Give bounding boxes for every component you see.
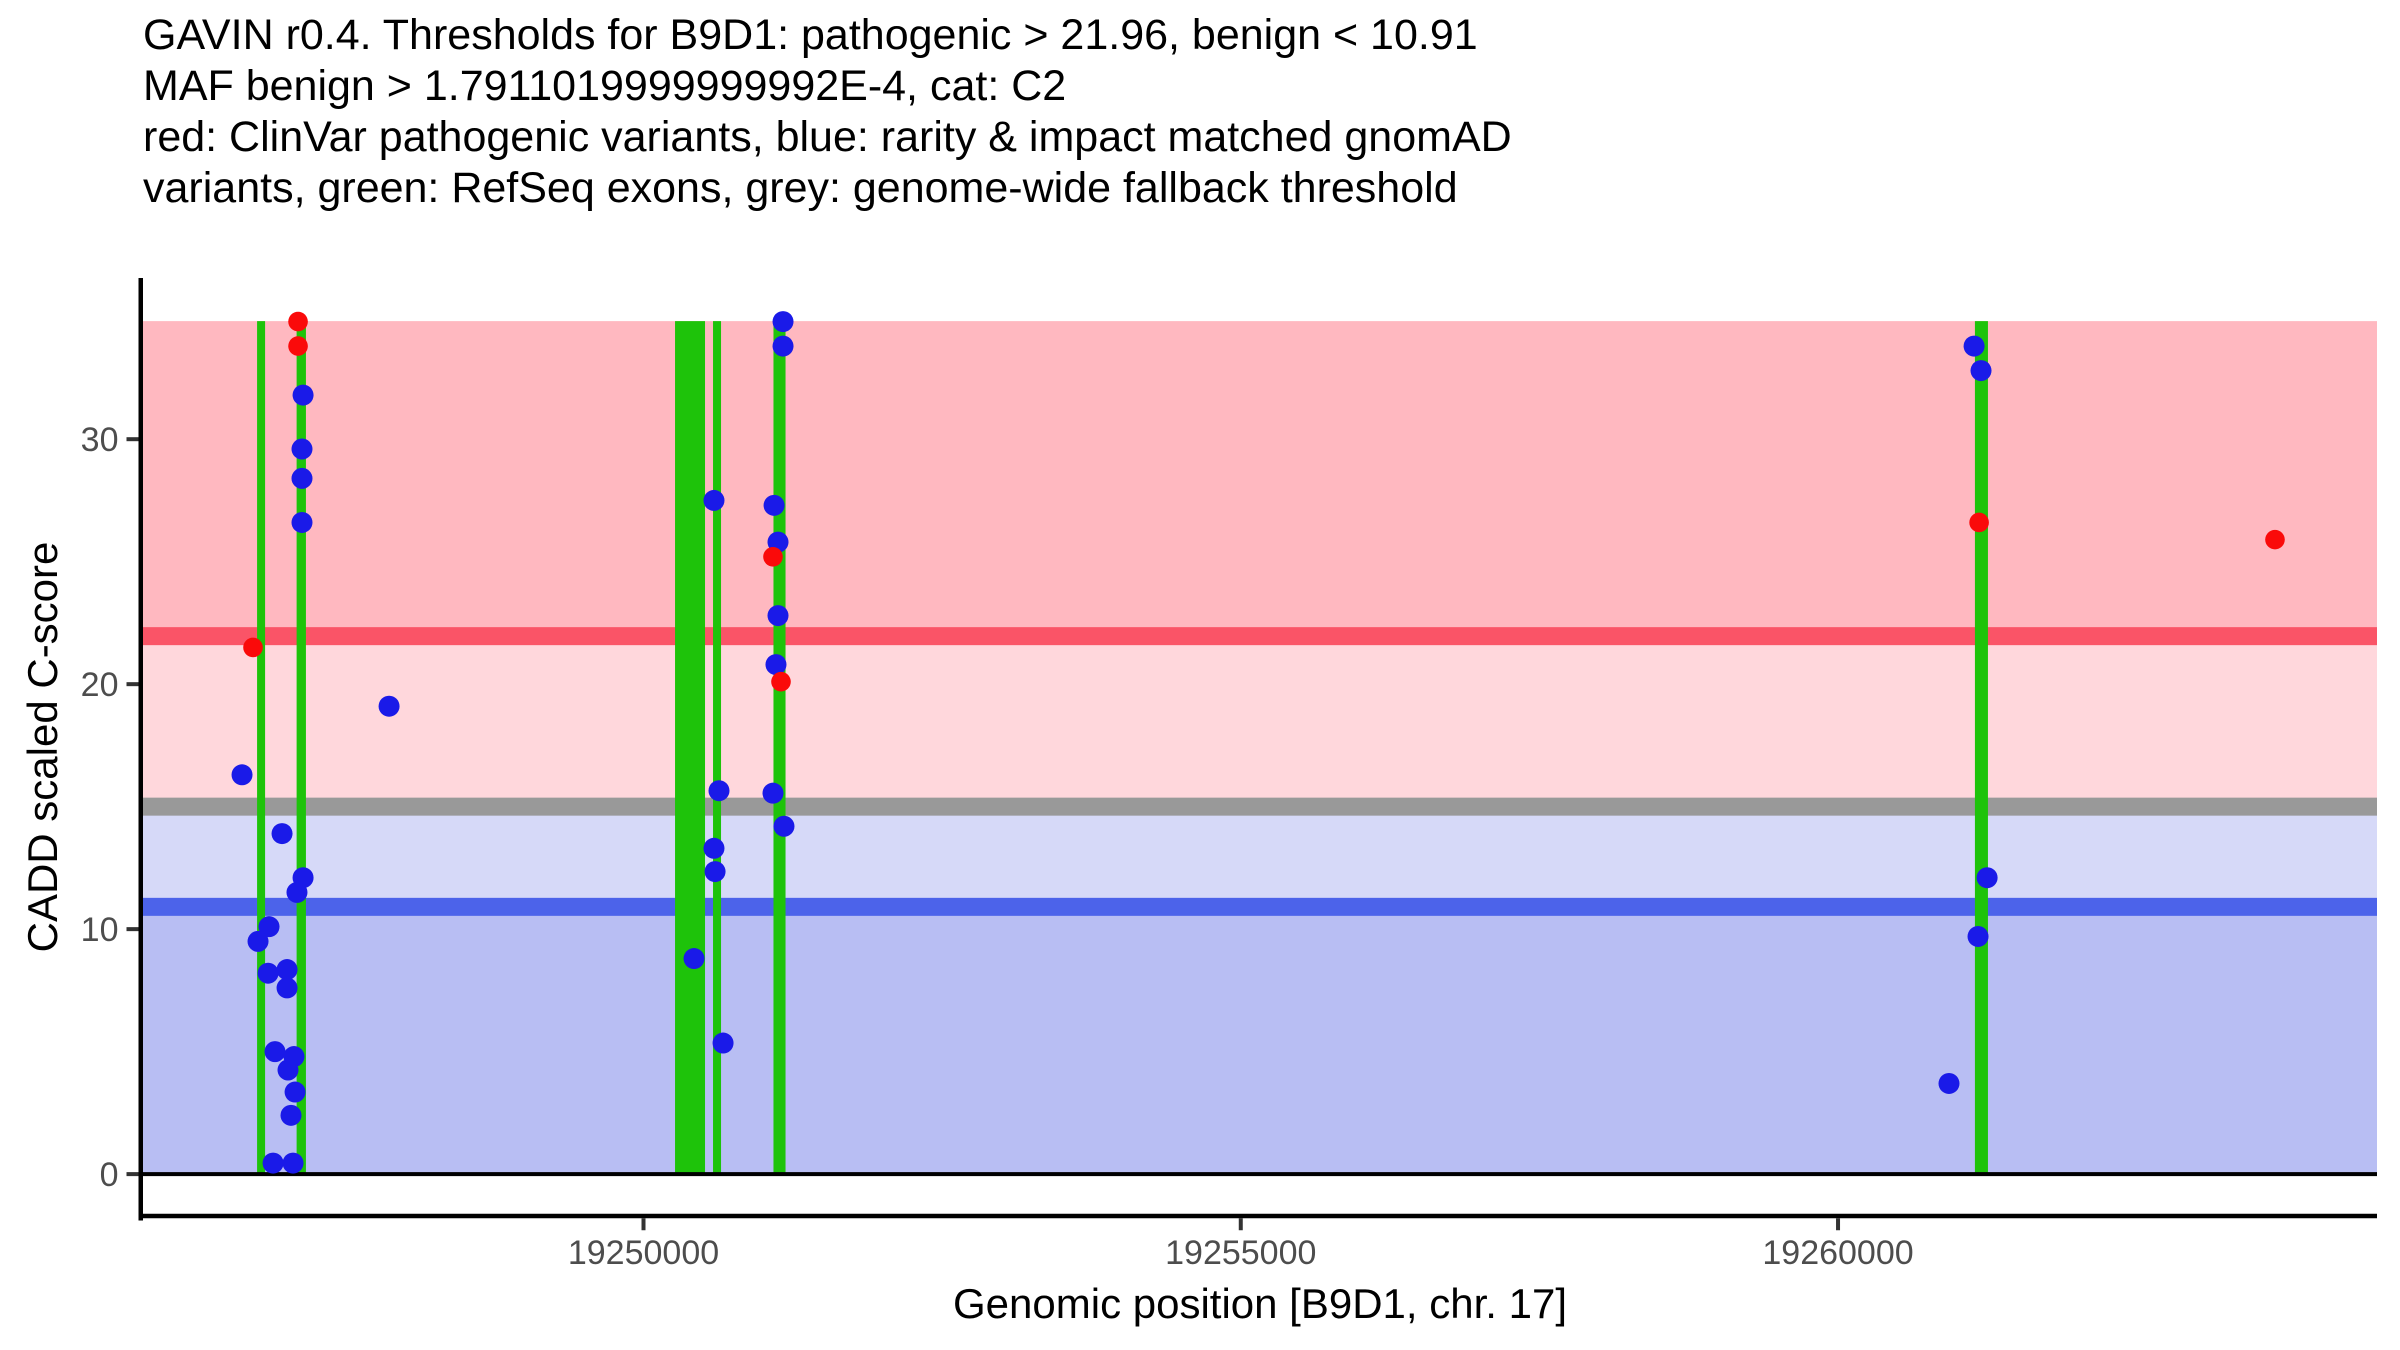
gnomad-matched-point [772,335,794,357]
gnomad-matched-point [282,1152,304,1174]
gnomad-matched-point [231,764,253,786]
gnomad-matched-point [708,780,730,802]
gnomad-matched-point [276,977,298,999]
x-tick-label: 19255000 [1165,1234,1316,1272]
gnomad-matched-point [257,962,279,984]
plot-title-line-2: MAF benign > 1.7911019999999992E-4, cat:… [143,62,1067,110]
exon-bar-2 [296,321,306,1175]
plot-title-line-1: GAVIN r0.4. Thresholds for B9D1: pathoge… [143,11,1478,59]
gnomad-matched-point [264,1041,286,1063]
y-axis-title: CADD scaled C-score [19,541,66,953]
clinvar-pathogenic-point [763,546,783,567]
x-tick-label: 19260000 [1762,1234,1913,1272]
y-axis-line [138,278,143,1221]
gnomad-matched-point [763,494,785,516]
gnomad-matched-point [247,930,269,952]
gnomad-matched-point [291,438,313,460]
y-tick-label: 10 [81,911,119,949]
plot-title-line-3: red: ClinVar pathogenic variants, blue: … [143,113,1512,161]
gnomad-matched-point [291,467,313,489]
gnomad-matched-point [1970,360,1992,382]
plot-title: GAVIN r0.4. Thresholds for B9D1: pathoge… [143,10,1512,214]
gnomad-matched-point [765,654,787,676]
x-tick-mark [641,1218,646,1231]
gnomad-matched-point [292,384,314,406]
gnomad-matched-point [773,815,795,837]
gnomad-matched-point [291,511,313,533]
gnomad-matched-point [277,1059,299,1081]
clinvar-pathogenic-point [288,311,308,332]
gnomad-matched-point [284,1081,306,1103]
gnomad-matched-point [767,605,789,627]
gnomad-matched-point [262,1152,284,1174]
gnomad-matched-point [712,1032,734,1054]
gnomad-matched-point [276,959,298,981]
gnomad-matched-point [704,861,726,883]
zero-baseline [143,1172,2377,1177]
clinvar-pathogenic-point [243,637,263,658]
exon-bar-5 [773,321,786,1175]
benign-threshold-line [143,897,2377,916]
gnomad-matched-point [271,823,293,845]
y-tick-label: 0 [100,1156,119,1194]
gnomad-matched-point [280,1104,302,1126]
gnomad-matched-point [1967,925,1989,947]
exon-bar-4 [713,321,722,1175]
y-tick-mark [126,437,139,442]
band-benign-zone [143,906,2377,1175]
x-axis-title: Genomic position [B9D1, chr. 17] [953,1280,1567,1327]
plot-title-line-4: variants, green: RefSeq exons, grey: gen… [143,164,1458,212]
exon-bar-6 [1974,321,1988,1175]
exon-bar-1 [257,321,266,1175]
y-tick-mark [126,682,139,687]
gnomad-matched-point [1963,335,1985,357]
gnomad-matched-point [703,837,725,859]
gnomad-matched-point [1938,1072,1960,1094]
gnomad-matched-point [286,881,308,903]
gnomad-matched-point [1976,867,1998,889]
y-tick-label: 30 [81,421,119,459]
exon-bar-3 [675,321,706,1175]
gnomad-matched-point [683,948,705,970]
band-pathogenic-zone [143,321,2377,637]
gnomad-matched-point [378,695,400,717]
x-tick-label: 19250000 [568,1234,719,1272]
band-grey-zone-upper [143,636,2377,807]
clinvar-pathogenic-point [1969,512,1989,533]
pathogenic-threshold-line [143,627,2377,646]
gnomad-matched-point [772,311,794,333]
y-tick-mark [126,1172,139,1177]
gnomad-matched-point [703,489,725,511]
x-tick-mark [1238,1218,1243,1231]
y-tick-label: 20 [81,666,119,704]
gnomad-matched-point [762,782,784,804]
x-axis-line [138,1213,2377,1219]
clinvar-pathogenic-point [288,336,308,356]
band-grey-zone-lower [143,806,2377,907]
clinvar-pathogenic-point [2265,529,2285,550]
x-tick-mark [1836,1218,1841,1231]
genome-wide-fallback-threshold-line [143,797,2377,816]
y-tick-mark [126,927,139,932]
gnomad-matched-point [258,916,280,938]
clinvar-pathogenic-point [771,671,791,692]
